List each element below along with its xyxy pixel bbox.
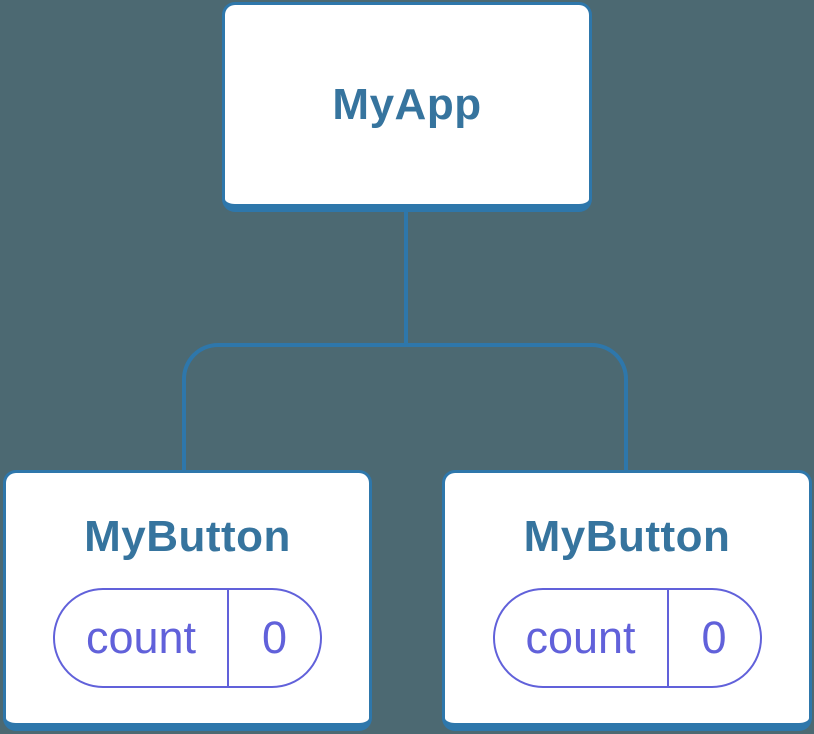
node-title-myapp: MyApp xyxy=(332,79,482,129)
tree-node-mybutton-left: MyButton count 0 xyxy=(3,470,372,731)
node-title-mybutton-right: MyButton xyxy=(523,512,731,561)
state-value-left: 0 xyxy=(261,612,288,663)
state-key-left: count xyxy=(55,590,229,686)
state-key-right: count xyxy=(495,590,669,686)
state-pill-left: count 0 xyxy=(53,588,322,688)
state-pill-right: count 0 xyxy=(492,588,762,688)
connector-branch-bracket xyxy=(182,343,628,470)
node-title-mybutton-left: MyButton xyxy=(84,512,291,561)
tree-node-myapp: MyApp xyxy=(222,2,592,212)
tree-node-mybutton-right: MyButton count 0 xyxy=(442,470,812,731)
state-value-right: 0 xyxy=(701,612,727,663)
connector-root-stem xyxy=(404,210,408,347)
